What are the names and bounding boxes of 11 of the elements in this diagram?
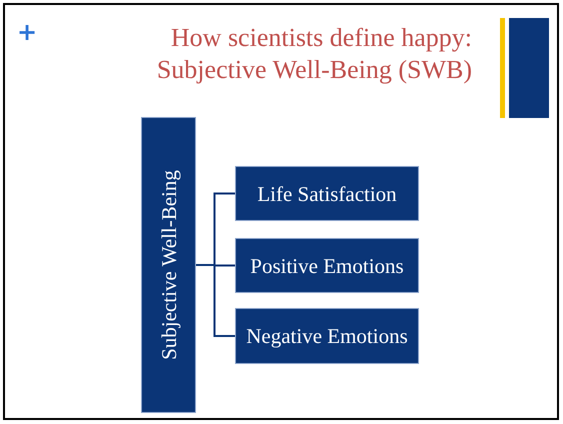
node-text: Negative Emotions — [246, 324, 408, 348]
category-box — [235, 308, 419, 364]
category-box — [235, 166, 419, 221]
node-text: Life Satisfaction — [257, 182, 397, 206]
connector-line — [196, 264, 235, 337]
category-box — [235, 238, 419, 293]
plus-sign: + — [17, 18, 38, 46]
vertical-heading-box — [141, 117, 196, 413]
node-text: Positive Emotions — [250, 254, 404, 278]
slide-title: How scientists define happy: Subjective Well-Being (SWB) — [156, 22, 472, 86]
node-text: Subjective Well-Being — [156, 170, 180, 360]
